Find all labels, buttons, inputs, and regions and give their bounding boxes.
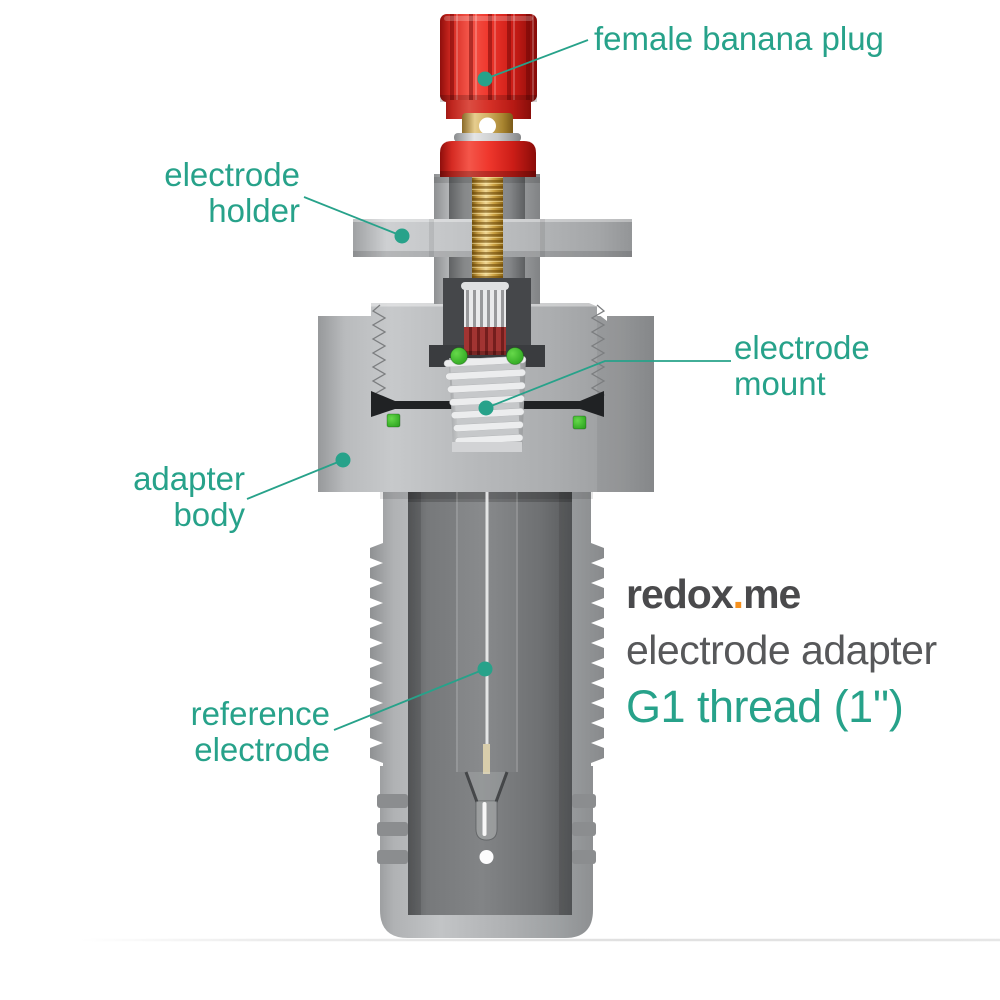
logo-text-part1: redox: [626, 571, 734, 617]
callout-dot-reference: [477, 661, 493, 677]
callout-dot-body: [335, 452, 351, 468]
electrode-stem: [485, 492, 489, 746]
callout-label-adapter-body: adapter body: [75, 461, 245, 533]
callout-label-electrode-holder: electrode holder: [90, 157, 300, 229]
callout-line-banana-plug: [484, 39, 589, 80]
callout-label-electrode-mount: electrode mount: [734, 330, 870, 402]
callout-dot-holder: [394, 228, 410, 244]
callout-line-holder: [303, 196, 403, 237]
callout-line-mount: [485, 360, 731, 409]
callout-label-line: electrode: [734, 329, 870, 366]
callout-label-female-banana-plug: female banana plug: [594, 20, 884, 57]
callout-label-line: adapter: [133, 460, 245, 497]
callout-label-line: electrode: [194, 731, 330, 768]
callout-label-line: electrode: [164, 156, 300, 193]
plug-washer: [454, 133, 521, 142]
plug-base: [440, 141, 536, 177]
callout-label-reference-electrode: reference electrode: [120, 696, 330, 768]
callout-dot-mount: [478, 400, 494, 416]
banana-plug-graphic: [440, 14, 537, 177]
adapter-cavity: [408, 487, 572, 915]
redoxme-logo: redox.me: [626, 574, 937, 615]
o-ring-left: [450, 347, 468, 365]
callout-line-body: [246, 459, 344, 500]
callout-line-reference: [333, 668, 486, 731]
callout-dot-banana-plug: [477, 71, 493, 87]
callout-label-line: mount: [734, 365, 826, 402]
product-variant: G1 thread (1''): [626, 681, 904, 732]
callout-label-line: reference: [190, 695, 330, 732]
callout-lines: [246, 39, 731, 731]
brass-threaded-rod: [472, 174, 503, 292]
logo-text-part2: me: [743, 571, 801, 617]
frit-hole: [479, 850, 494, 864]
electrode-mount-graphic: [429, 278, 545, 452]
callout-dots: [335, 71, 494, 677]
logo-dot: .: [732, 571, 744, 617]
green-seal-left: [386, 413, 401, 428]
reference-electrode-graphic: [456, 492, 518, 864]
brand-block: redox.me electrode adapter G1 thread (1'…: [626, 574, 937, 732]
banana-socket-hole: [479, 117, 496, 135]
callout-label-line: holder: [208, 192, 300, 229]
green-seal-right: [572, 415, 587, 430]
o-ring-right: [506, 347, 524, 365]
callout-label-line: body: [173, 496, 245, 533]
product-title: electrode adapter: [626, 627, 937, 673]
